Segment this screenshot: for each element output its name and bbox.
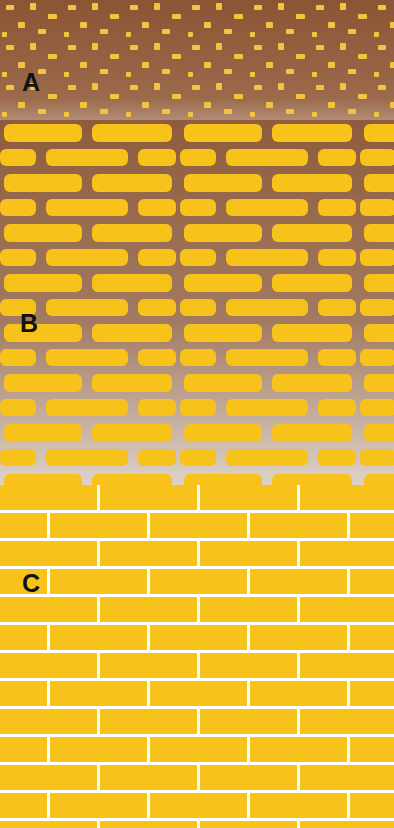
topsoil-layer xyxy=(0,0,394,122)
soil-horizon-band: A xyxy=(0,0,394,120)
horizon-letter: A xyxy=(22,70,40,95)
topsoil-fragments xyxy=(0,0,394,118)
horizon-letter: B xyxy=(20,311,38,336)
soil-horizon-band: B xyxy=(0,120,394,485)
soil-horizon-band: C xyxy=(0,485,394,828)
bedrock-layer xyxy=(0,485,394,828)
subsoil-matrix xyxy=(0,120,394,485)
subsoil-blocks xyxy=(0,120,394,485)
horizon-letter: C xyxy=(22,571,40,596)
